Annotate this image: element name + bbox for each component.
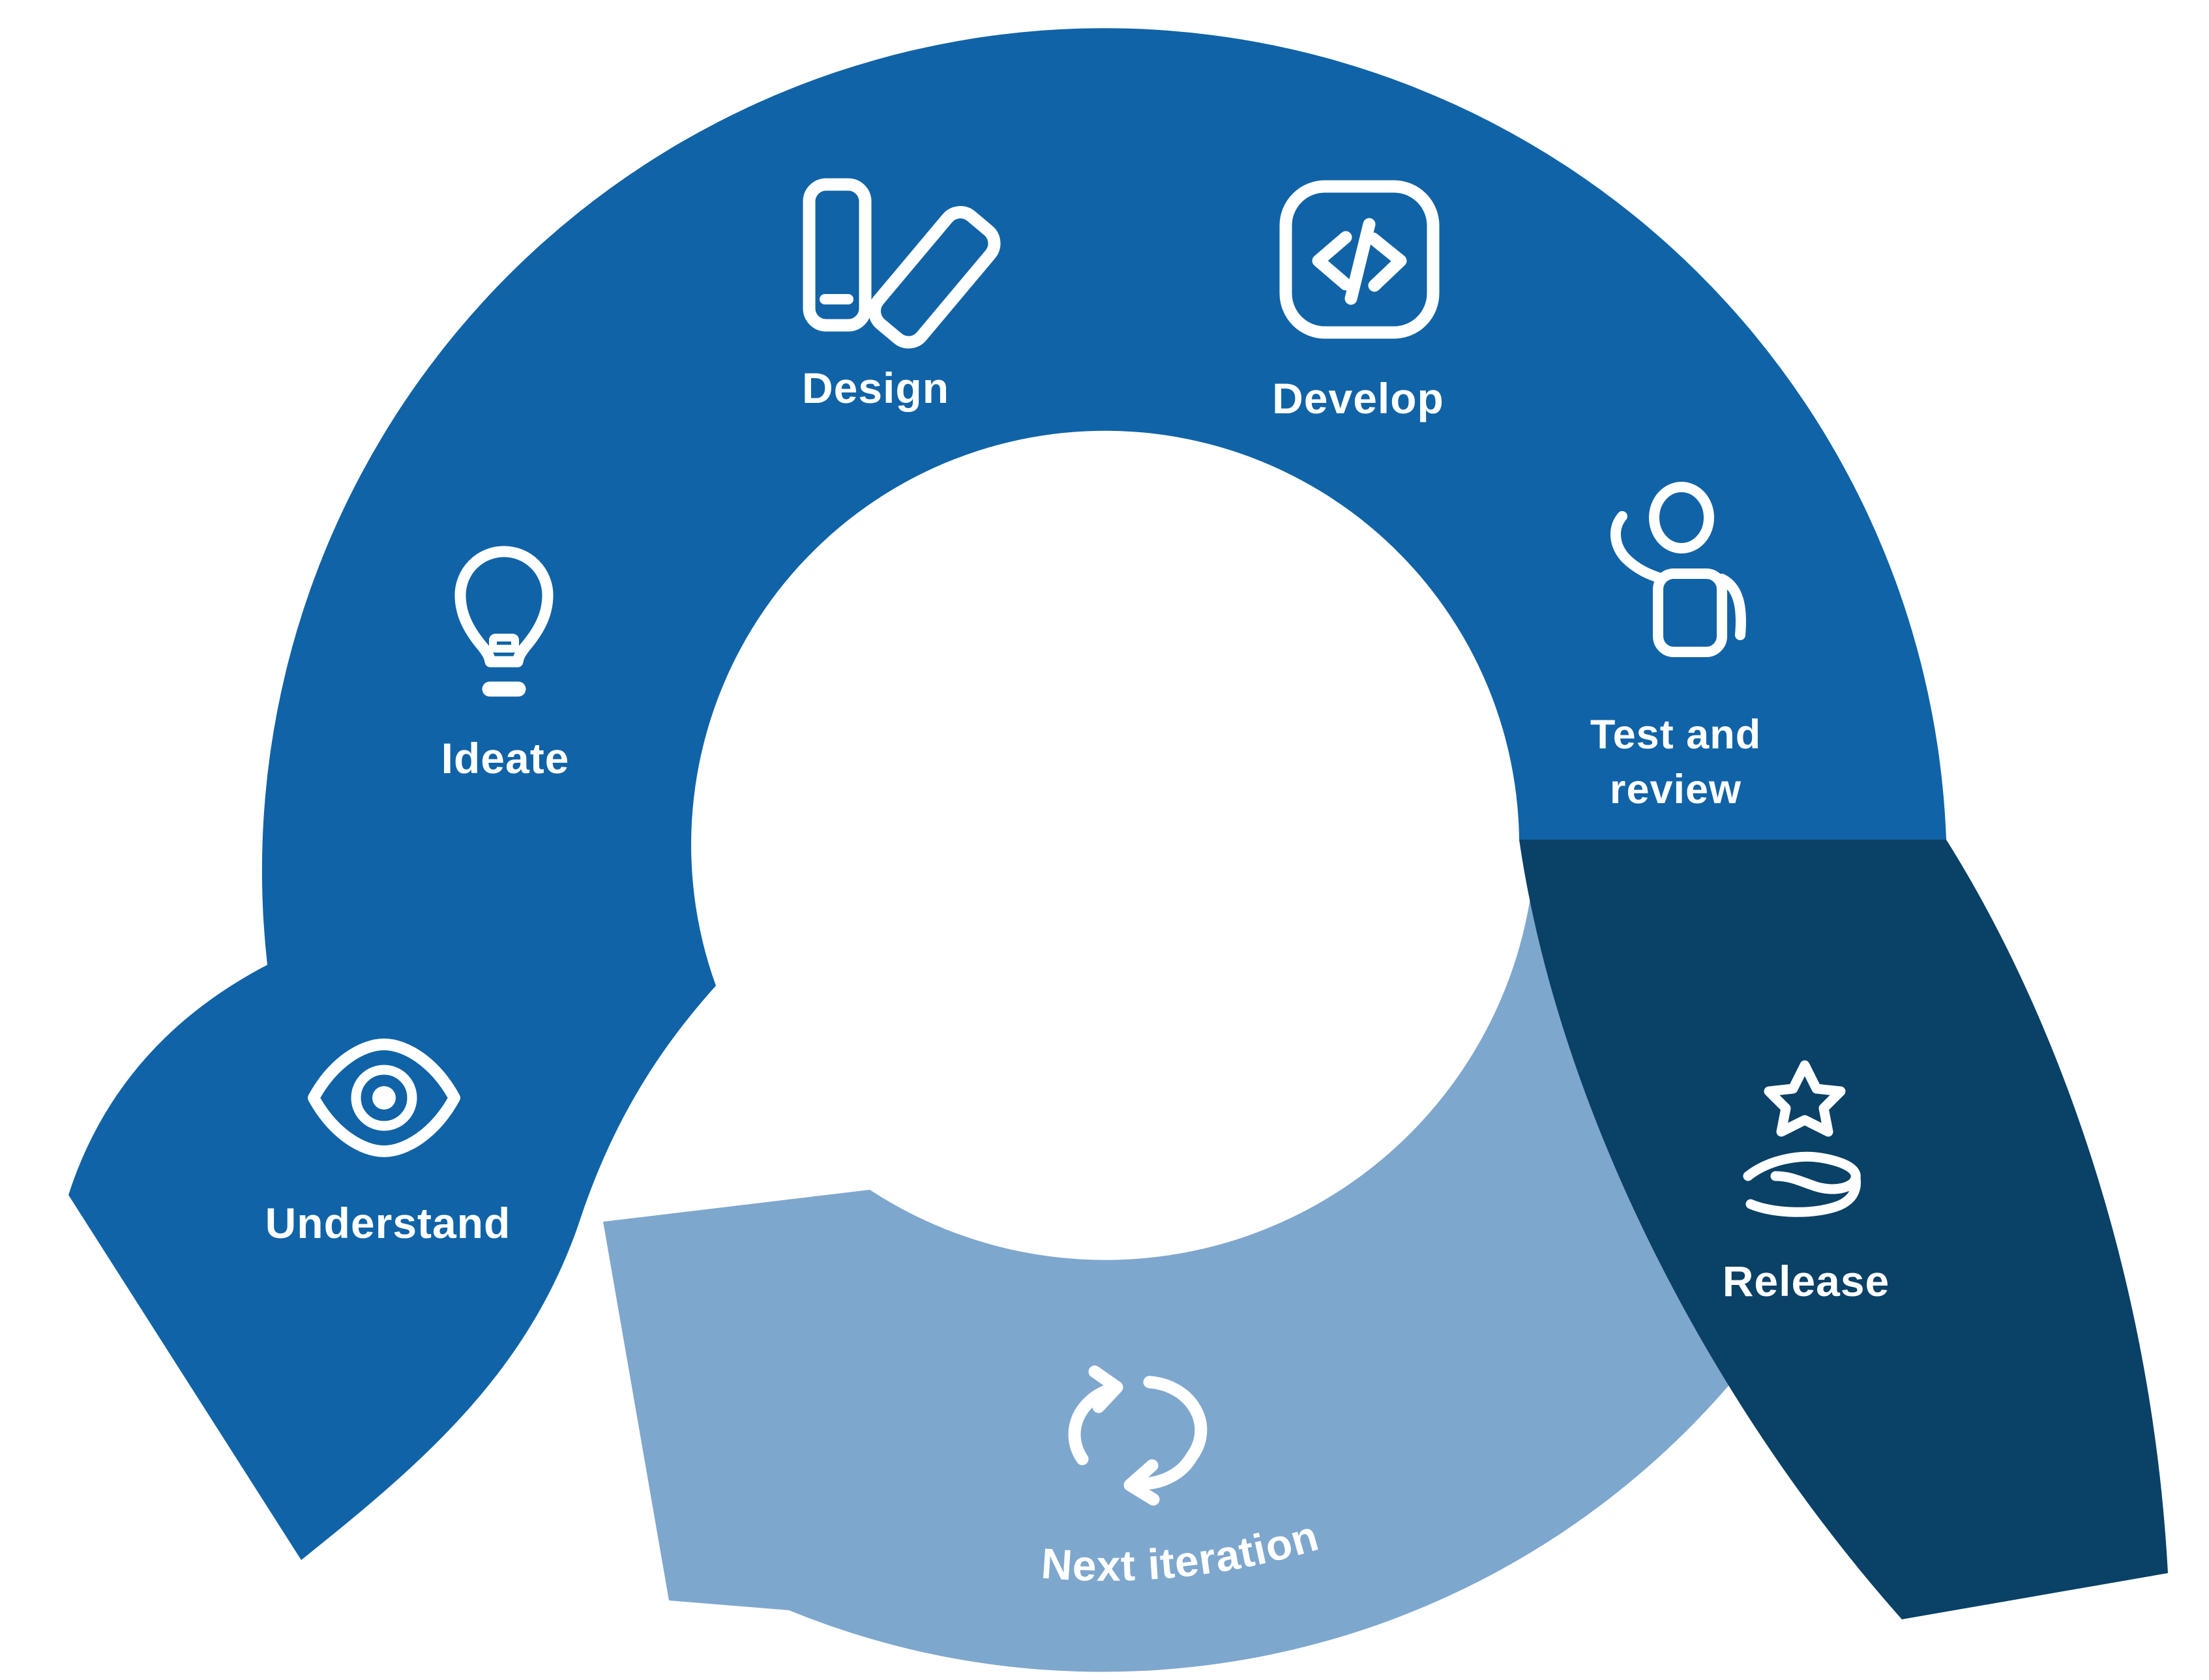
stage-label-understand: Understand [265,1199,511,1247]
stage-label-release: Release [1723,1257,1890,1305]
code-brackets-icon [1279,180,1440,339]
lightbulb-icon [454,546,554,697]
main-process-ring [68,28,1946,1560]
stage-label-develop: Develop [1272,374,1444,422]
release-segment [1519,840,2168,1619]
loop-arrows-icon [1068,1365,1208,1506]
hand-holding-star-icon [1743,1060,1861,1217]
stage-label-test-line1: Test and [1590,712,1761,758]
stage-label-test-line2: review [1610,767,1742,812]
person-raising-hand-icon [1610,482,1746,657]
stage-label-design: Design [802,364,949,412]
stage-label-ideate: Ideate [441,734,570,782]
eye-icon [308,1039,460,1157]
color-swatches-icon [803,178,1001,349]
